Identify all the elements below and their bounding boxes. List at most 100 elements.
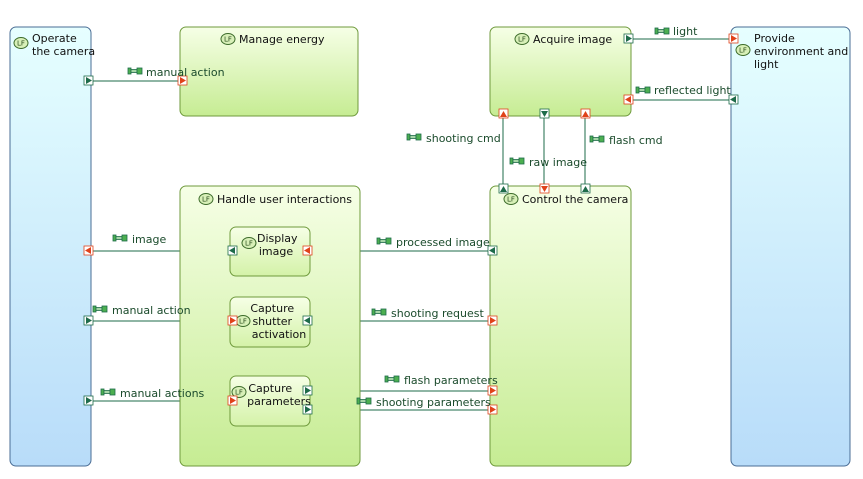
svg-text:shooting request: shooting request [391,307,484,320]
output-port[interactable] [487,245,498,256]
svg-text:manual actions: manual actions [120,387,205,400]
exchange-item-icon [635,86,651,94]
svg-text:LF: LF [507,196,515,204]
svg-text:manual action: manual action [146,66,225,79]
svg-text:LF: LF [239,318,247,326]
output-port[interactable] [302,385,313,396]
output-port[interactable] [83,395,94,406]
function-title: Control the camera [522,193,628,206]
actor-title: Operate the camera [32,32,95,58]
flow-label-processed-image[interactable]: processed image [376,236,490,249]
input-port[interactable] [227,315,238,326]
svg-text:LF: LF [518,36,526,44]
svg-text:shooting cmd: shooting cmd [426,132,501,145]
flow-label-shooting-cmd[interactable]: shooting cmd [406,132,501,145]
actor-provide-environment[interactable]: LF Provide environment and light [730,26,852,467]
flow-label-raw-image[interactable]: raw image [509,156,587,169]
output-port[interactable] [83,315,94,326]
function-title: Manage energy [239,33,325,46]
flow-label-manual-action-energy[interactable]: manual action [127,66,225,79]
actor-operate-camera[interactable]: LF Operate the camera [9,26,95,467]
logical-function-icon: LF [241,237,257,249]
svg-text:LF: LF [739,47,747,55]
flow-label-light[interactable]: light [654,25,698,38]
output-port[interactable] [623,33,634,44]
function-control-camera[interactable]: LF Control the camera [489,185,632,467]
exchange-item-icon [127,67,143,75]
input-port[interactable] [227,395,238,406]
flow-label-flash-parameters[interactable]: flash parameters [384,374,498,387]
flow-label-shooting-request[interactable]: shooting request [371,307,484,320]
flow-label-shooting-parameters[interactable]: shooting parameters [356,396,491,409]
svg-text:manual action: manual action [112,304,191,317]
svg-text:LF: LF [245,240,253,248]
svg-text:LF: LF [224,36,232,44]
flow-label-reflected-light[interactable]: reflected light [635,84,731,97]
svg-text:LF: LF [202,196,210,204]
svg-text:raw image: raw image [529,156,587,169]
flow-label-manual-action-shutter[interactable]: manual action [92,304,191,317]
exchange-item-icon [371,308,387,316]
actor-title: Provide environment and light [754,32,852,71]
function-capture-shutter-activation[interactable]: LF Capture shutter activation [229,296,311,348]
logical-function-icon: LF [231,386,247,398]
function-display-image[interactable]: LF Display image [229,226,311,277]
flow-label-image[interactable]: image [112,233,166,246]
input-port[interactable] [539,183,550,194]
output-port[interactable] [498,183,509,194]
logical-function-icon: LF [503,193,519,205]
svg-text:image: image [132,233,166,246]
flow-label-flash-cmd[interactable]: flash cmd [589,134,663,147]
exchange-item-icon [112,234,128,242]
logical-function-icon: LF [235,315,251,327]
svg-text:processed image: processed image [396,236,490,249]
logical-function-icon: LF [735,44,751,56]
exchange-item-icon [384,375,400,383]
input-port[interactable] [498,108,509,119]
svg-text:reflected light: reflected light [654,84,731,97]
function-acquire-image[interactable]: LF Acquire image [489,26,632,117]
input-port[interactable] [487,404,498,415]
input-port[interactable] [487,315,498,326]
function-title: Handle user interactions [217,193,352,206]
flow-label-manual-actions[interactable]: manual actions [100,387,205,400]
exchange-item-icon [356,397,372,405]
exchange-item-icon [406,133,422,141]
input-port[interactable] [487,385,498,396]
svg-text:flash parameters: flash parameters [404,374,498,387]
function-manage-energy[interactable]: LF Manage energy [179,26,359,117]
output-port[interactable] [302,404,313,415]
logical-function-icon: LF [220,33,236,45]
svg-text:shooting parameters: shooting parameters [376,396,491,409]
input-port[interactable] [623,94,634,105]
function-title: Capture shutter activation [250,302,306,341]
exchange-item-icon [654,27,670,35]
output-port[interactable] [83,75,94,86]
input-port[interactable] [728,33,739,44]
exchange-item-icon [92,305,108,313]
logical-function-icon: LF [514,33,530,45]
input-port[interactable] [302,245,313,256]
function-title: Display image [257,232,301,258]
logical-function-icon: LF [13,37,29,49]
input-port[interactable] [177,75,188,86]
output-port[interactable] [728,94,739,105]
exchange-item-icon [509,157,525,165]
function-title: Capture parameters [247,382,311,408]
logical-function-icon: LF [198,193,214,205]
svg-text:LF: LF [17,40,25,48]
output-port[interactable] [302,315,313,326]
input-port[interactable] [83,245,94,256]
svg-text:LF: LF [235,389,243,397]
svg-text:flash cmd: flash cmd [609,134,663,147]
exchange-item-icon [100,388,116,396]
output-port[interactable] [580,183,591,194]
output-port[interactable] [227,245,238,256]
input-port[interactable] [580,108,591,119]
exchange-item-icon [376,237,392,245]
function-capture-parameters[interactable]: LF Capture parameters [229,375,311,427]
output-port[interactable] [539,108,550,119]
flow-labels: light reflected light manual action shoo… [92,25,731,409]
function-title: Acquire image [533,33,612,46]
